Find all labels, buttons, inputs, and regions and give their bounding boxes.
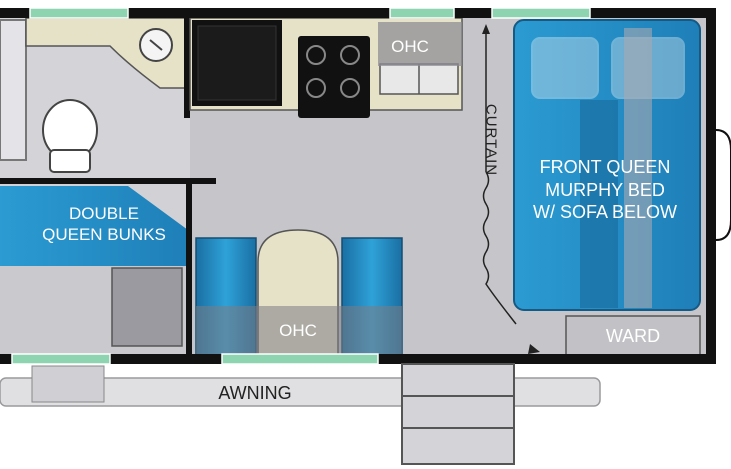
curtain-label-box: CURTAIN bbox=[473, 104, 507, 176]
ohc-dinette-overlay bbox=[196, 306, 402, 356]
ward-label: WARD bbox=[605, 326, 661, 346]
curtain-arrow-icon bbox=[528, 344, 540, 354]
ohc-kitchen-label: OHC bbox=[391, 37, 429, 56]
curtain-path bbox=[482, 171, 517, 325]
wardrobe bbox=[565, 315, 701, 357]
front-cap bbox=[715, 129, 731, 241]
wall-top bbox=[0, 8, 712, 18]
curtain-label: CURTAIN bbox=[482, 103, 500, 177]
burner-icon bbox=[340, 78, 360, 98]
sofa-arm bbox=[624, 28, 652, 308]
curtain-arrow-icon bbox=[482, 24, 490, 34]
bunks-label: DOUBLE QUEEN BUNKS bbox=[42, 204, 166, 245]
shower bbox=[0, 19, 27, 161]
window bbox=[11, 353, 111, 365]
window bbox=[29, 7, 129, 19]
burner-icon bbox=[340, 45, 360, 65]
bunk-wall bbox=[186, 184, 192, 356]
fridge-panel bbox=[197, 25, 277, 101]
bunk-cabinet bbox=[111, 267, 183, 347]
faucet-icon bbox=[149, 39, 163, 51]
toilet-tank bbox=[49, 149, 91, 173]
front-bed-label: FRONT QUEEN MURPHY BED W/ SOFA BELOW bbox=[532, 157, 678, 222]
burner-icon bbox=[306, 78, 326, 98]
burner-icon bbox=[306, 45, 326, 65]
ohc-kitchen-overlay bbox=[378, 22, 462, 66]
window bbox=[389, 7, 455, 19]
awning-label: AWNING bbox=[218, 383, 292, 403]
bathroom-partition bbox=[184, 18, 190, 118]
window bbox=[491, 7, 591, 19]
ohc-dinette-label: OHC bbox=[279, 321, 317, 340]
bathroom-wall bbox=[0, 178, 216, 184]
bunk-bed bbox=[0, 186, 188, 266]
entry-steps bbox=[401, 363, 515, 465]
sofa-back bbox=[580, 100, 618, 308]
window bbox=[221, 353, 379, 365]
exterior-kitchen bbox=[31, 365, 105, 403]
wall-right bbox=[706, 8, 716, 364]
pillow-icon bbox=[531, 37, 599, 99]
